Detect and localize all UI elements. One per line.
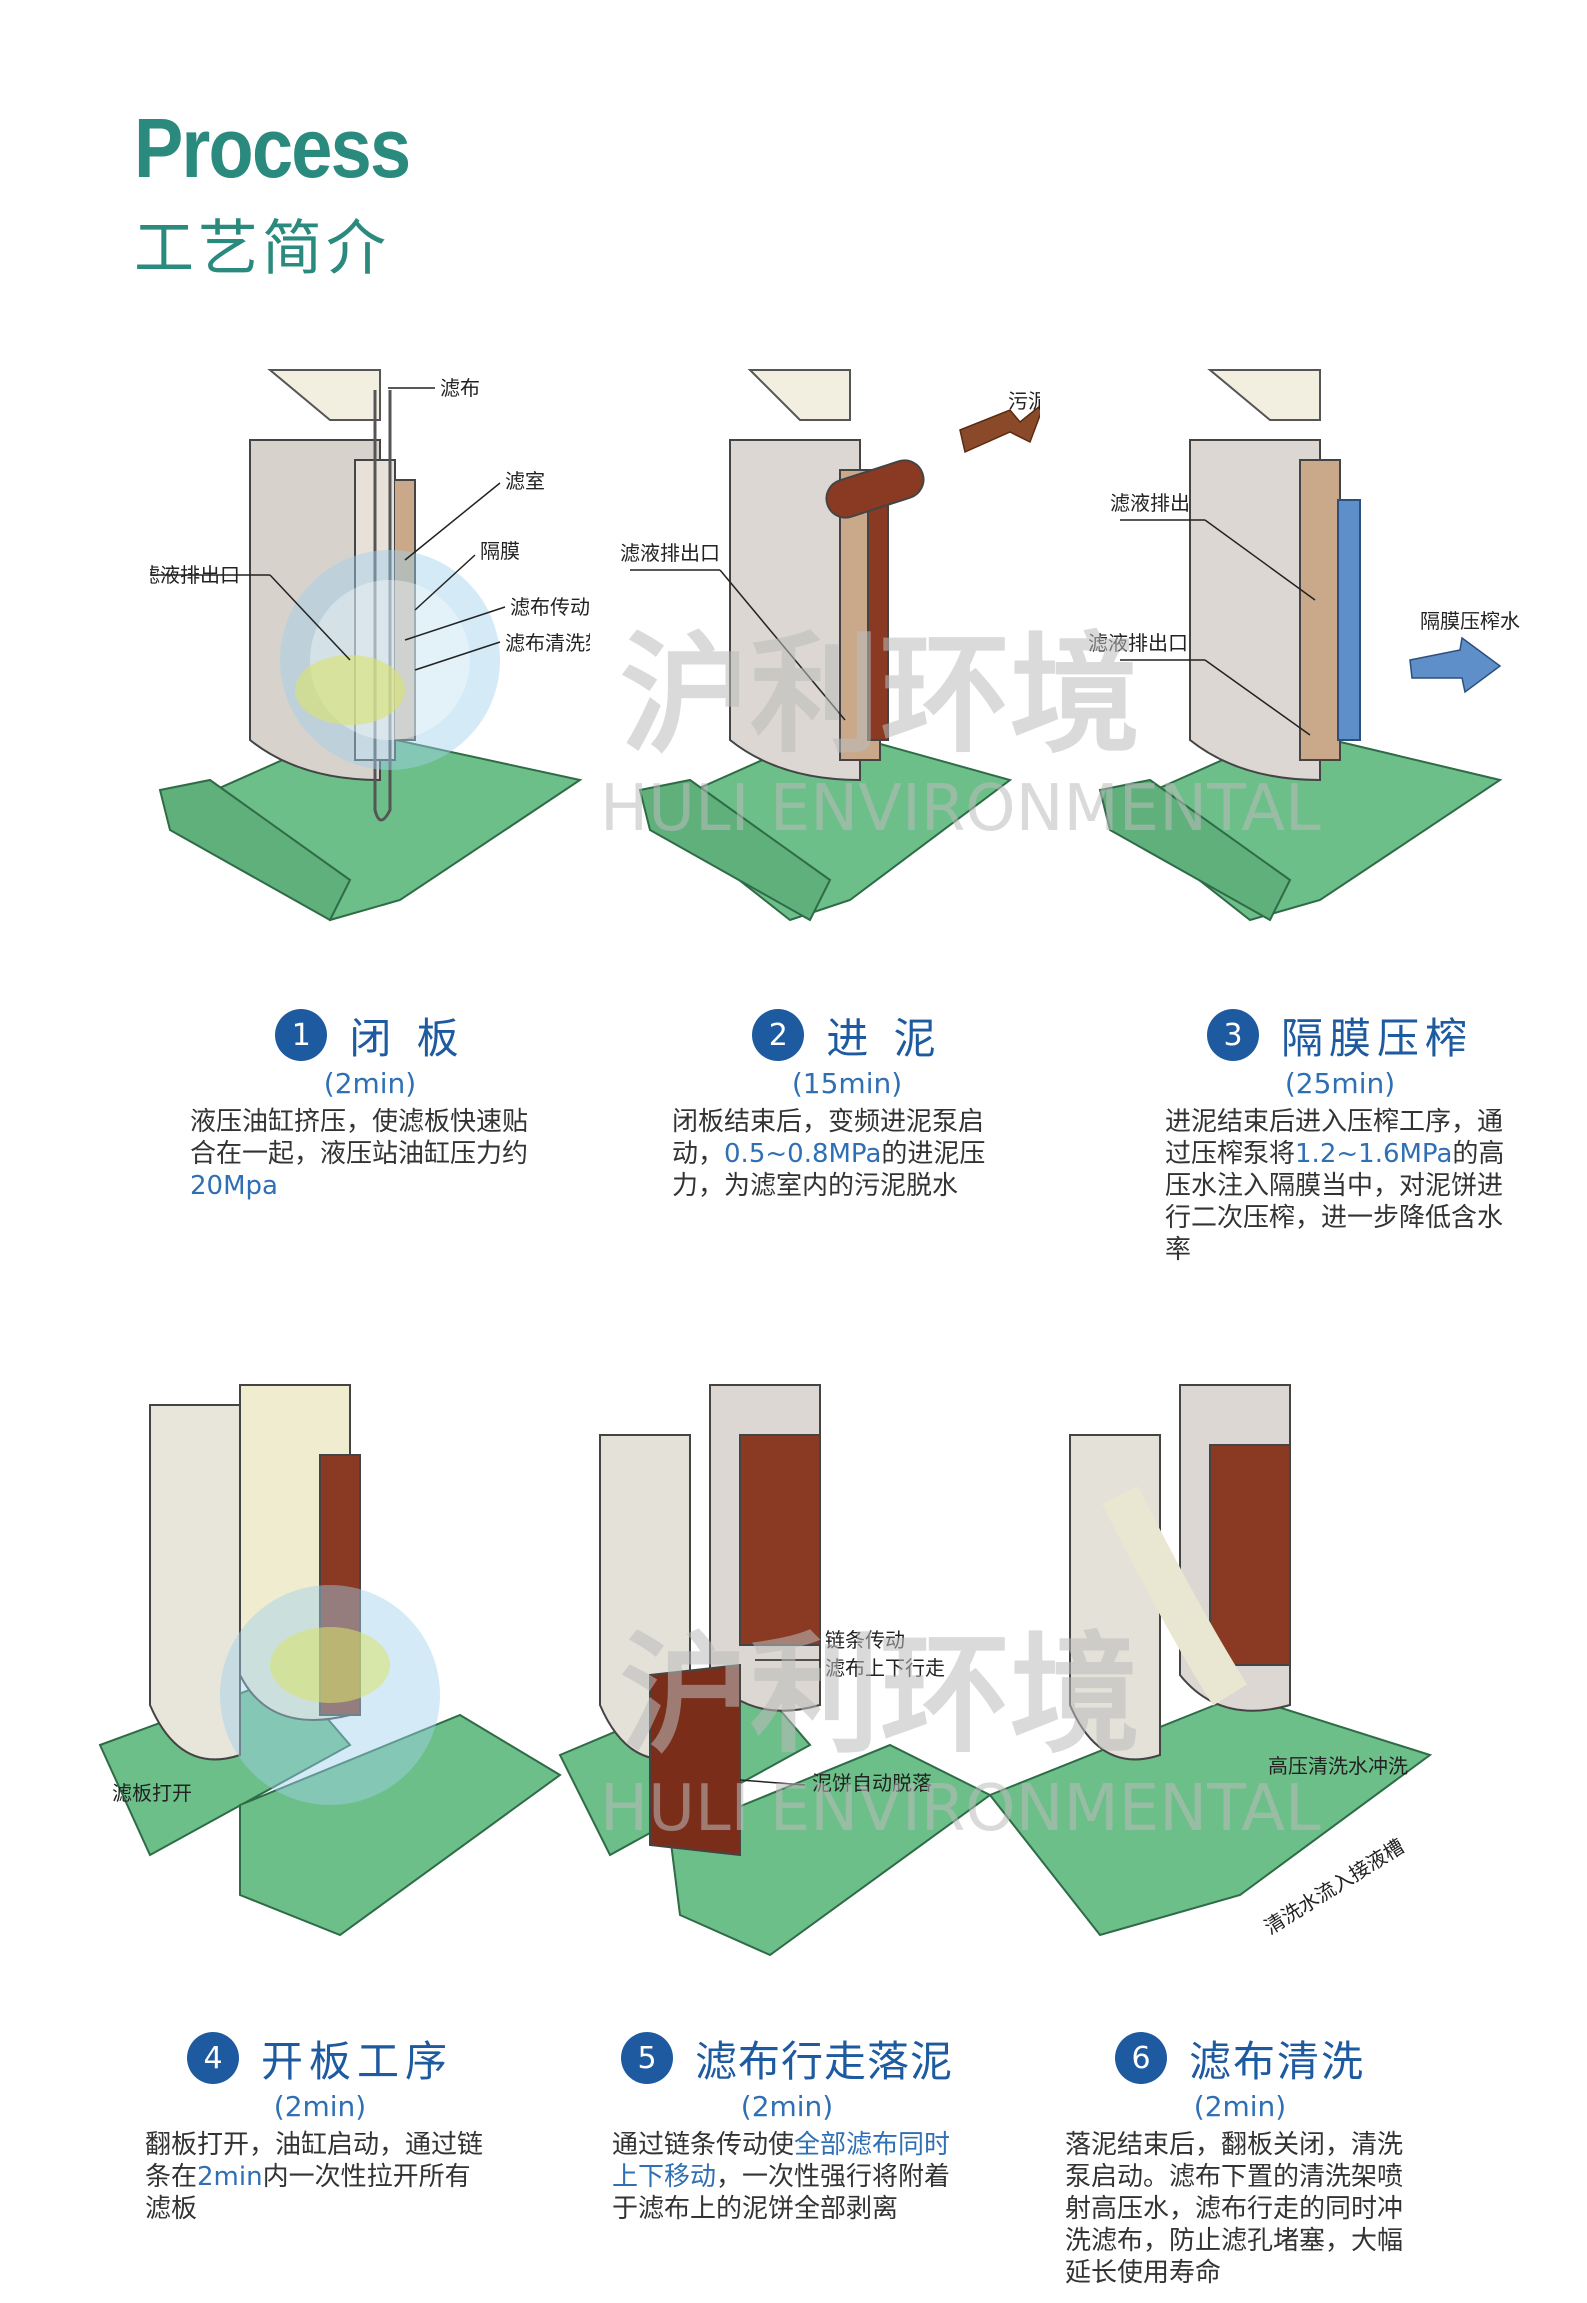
label-cloth: 滤布 [440,376,480,400]
step-3-header: 3 隔膜压榨 [1165,1005,1515,1065]
step-1-title: 闭 板 [349,1013,465,1063]
step-1-duration: (2min) [323,1067,417,1100]
step-2-number: 2 [752,1009,805,1061]
step-4-number: 4 [186,2032,239,2084]
step-4-header: 4 开板工序 [145,2028,495,2088]
step-1-description: 液压油缸挤压，使滤板快速贴合在一起，液压站油缸压力约20Mpa [190,1107,529,1201]
label-open: 滤板打开 [112,1781,192,1805]
step-3-duration: (25min) [1284,1067,1396,1100]
watermark-bottom: 沪利环境 HULI ENVIRONMENTAL [600,1619,1321,1846]
step-2: 2 进 泥 (15min) 闭板结束后，变频进泥泵启动，0.5~0.8MPa的进… [672,1005,1022,1202]
label-press-water: 隔膜压榨水 [1420,609,1520,633]
step-6-description: 落泥结束后，翻板关闭，清洗泵启动。滤布下置的清洗架喷射高压水，滤布行走的同时冲洗… [1065,2130,1404,2288]
step-4: 4 开板工序 (2min) 翻板打开，油缸启动，通过链条在2min内一次性拉开所… [145,2028,495,2225]
label-outlet: 滤液排出口 [150,563,240,587]
step-5-title: 滤布行走落泥 [694,2036,953,2086]
label-drain: 滤液排出 [1110,491,1190,515]
diagram-plates-open: 滤板打开 [98,1384,562,1937]
diagram-sludge-feed: 污泥进料 滤液排出口 [620,369,1040,922]
step-2-description: 闭板结束后，变频进泥泵启动，0.5~0.8MPa的进泥压力，为滤室内的污泥脱水 [672,1107,986,1201]
label-membrane: 隔膜 [480,539,520,563]
step-1: 1 闭 板 (2min) 液压油缸挤压，使滤板快速贴合在一起，液压站油缸压力约2… [190,1005,550,1202]
label-feed: 污泥进料 [1008,389,1040,413]
step-4-description: 翻板打开，油缸启动，通过链条在2min内一次性拉开所有滤板 [145,2130,484,2224]
watermark-cn-1: 沪利环境 [620,619,1140,771]
step-3-description: 进泥结束后进入压榨工序，通过压榨泵将1.2~1.6MPa的高压水注入隔膜当中，对… [1165,1107,1505,1265]
watermark-en-1: HULI ENVIRONMENTAL [600,772,1321,846]
step-2-title: 进 泥 [826,1013,942,1063]
diagram-closing-plates: 滤布 滤室 隔膜 滤液排出口 滤布传动装置 滤布清洗架 [150,369,590,922]
label-chamber: 滤室 [505,469,545,493]
label-wash: 高压清洗水冲洗 [1268,1754,1408,1778]
label-outlet-3: 滤液排出口 [1088,631,1188,655]
step-1-number: 1 [275,1009,328,1061]
diagram-cloth-washing: 高压清洗水冲洗 清洗水流入接液槽 [988,1384,1433,1939]
page-title-cn: 工艺简介 [134,214,390,284]
step-6-number: 6 [1114,2032,1167,2084]
step-6-duration: (2min) [1193,2090,1287,2123]
watermark-cn-2: 沪利环境 [620,1619,1140,1771]
step-4-duration: (2min) [273,2090,367,2123]
step-4-title: 开板工序 [260,2036,453,2086]
label-cake: 泥饼自动脱落 [812,1771,932,1795]
label-drive: 滤布传动装置 [510,595,590,619]
step-5-duration: (2min) [740,2090,834,2123]
step-5-description: 通过链条传动使全部滤布同时上下移动，一次性强行将附着于滤布上的泥饼全部剥离 [612,2130,951,2224]
label-outlet-2: 滤液排出口 [620,541,720,565]
step-3: 3 隔膜压榨 (25min) 进泥结束后进入压榨工序，通过压榨泵将1.2~1.6… [1165,1005,1515,1266]
step-6: 6 滤布清洗 (2min) 落泥结束后，翻板关闭，清洗泵启动。滤布下置的清洗架喷… [1065,2028,1415,2289]
step-6-header: 6 滤布清洗 [1065,2028,1415,2088]
step-2-duration: (15min) [791,1067,903,1100]
step-2-header: 2 进 泥 [672,1005,1022,1065]
step-5-number: 5 [620,2032,673,2084]
step-3-number: 3 [1206,1009,1259,1061]
label-rack: 滤布清洗架 [505,631,590,655]
step-6-title: 滤布清洗 [1188,2036,1365,2086]
step-5-header: 5 滤布行走落泥 [612,2028,962,2088]
label-chain-1: 链条传动 [825,1628,905,1652]
label-chain-2: 滤布上下行走 [825,1656,945,1680]
watermark-en-2: HULI ENVIRONMENTAL [600,1772,1321,1846]
step-1-header: 1 闭 板 [190,1005,550,1065]
diagram-cloth-travel: 链条传动 滤布上下行走 泥饼自动脱落 [558,1384,992,1957]
diagram-membrane-press: 隔膜压榨水 滤液排出 滤液排出口 [1088,369,1520,922]
step-3-title: 隔膜压榨 [1280,1013,1473,1063]
page-title-en: Process [134,101,411,195]
watermark-top: 沪利环境 HULI ENVIRONMENTAL [600,619,1321,846]
step-5: 5 滤布行走落泥 (2min) 通过链条传动使全部滤布同时上下移动，一次性强行将… [612,2028,962,2225]
